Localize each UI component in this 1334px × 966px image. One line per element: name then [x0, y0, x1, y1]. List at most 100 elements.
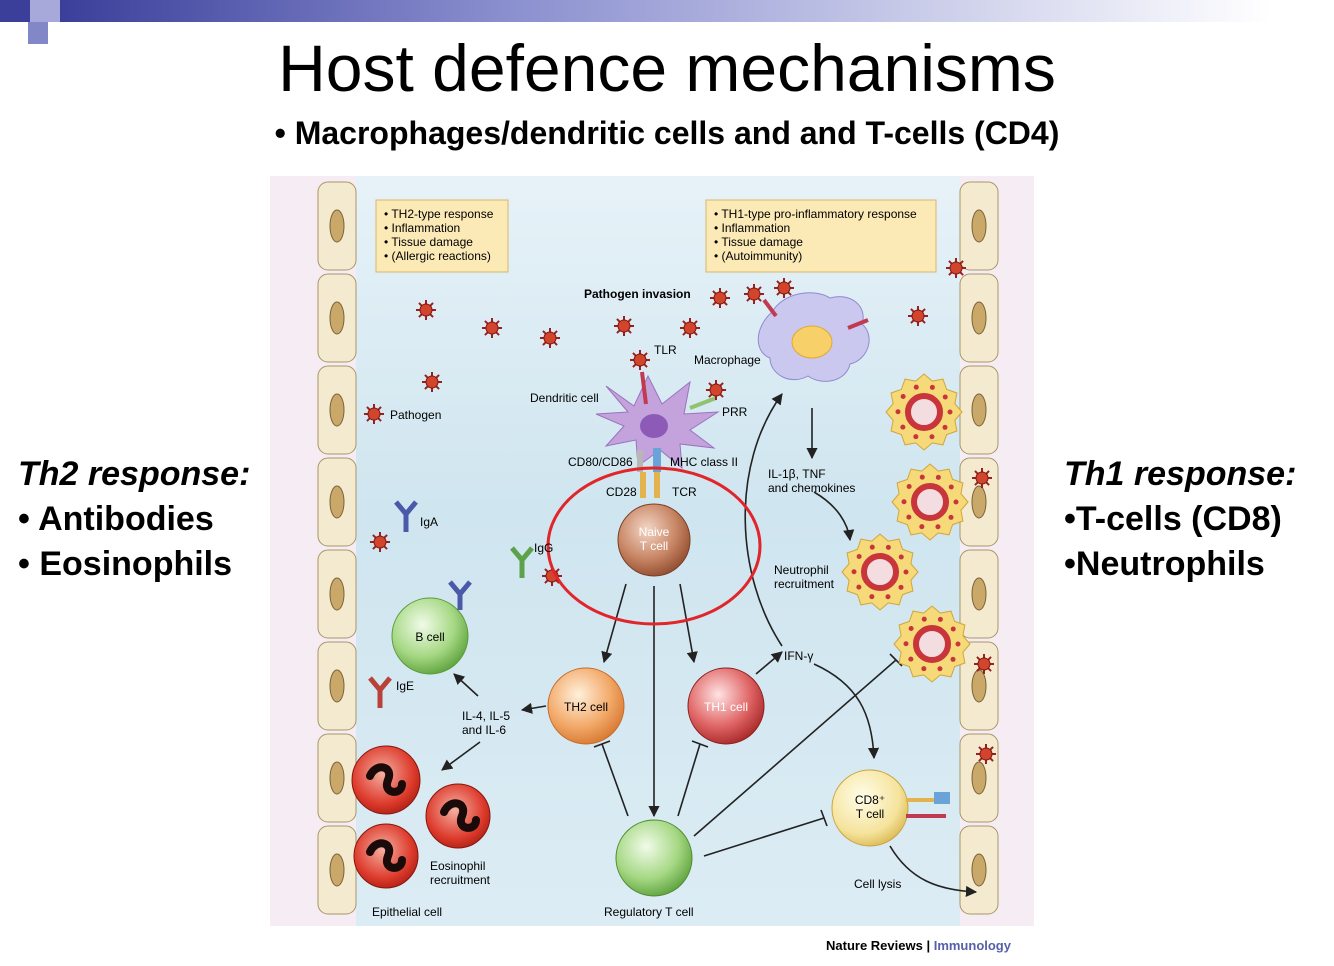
cd80-molecule — [637, 450, 643, 472]
neutrophil-granule — [900, 424, 906, 430]
epithelial-nucleus — [329, 301, 345, 335]
tcr-label: TCR — [672, 485, 697, 499]
epithelial-nucleus — [329, 209, 345, 243]
epithelial-nucleus — [971, 209, 987, 243]
neutrophil-granule — [955, 641, 961, 647]
immune-response-diagram: • TH2-type response • Inflammation • Tis… — [270, 176, 1034, 926]
th2-info-line: • TH2-type response — [384, 207, 494, 221]
pathogen-icon — [482, 318, 502, 338]
il4-label: IL-4, IL-5 — [462, 709, 510, 723]
corner-square — [0, 0, 30, 22]
naive-t-cell-label: T cell — [640, 539, 668, 553]
macrophage-nucleus — [791, 325, 833, 359]
neutrophil-granule — [856, 584, 862, 590]
tlr-receptor — [640, 371, 648, 405]
epithelial-nucleus — [971, 485, 987, 519]
inhibit-bar-cd8 — [820, 809, 828, 827]
th1-info-box — [705, 199, 937, 273]
pathogen-icon — [774, 278, 794, 298]
epithelial-cell-label: Epithelial cell — [372, 905, 442, 919]
neutrophil-granule — [851, 569, 857, 575]
neutrophil-granule — [921, 616, 927, 622]
b-cell-label: B cell — [415, 630, 444, 644]
th2-item: • Antibodies — [18, 500, 214, 538]
th1-item: •T-cells (CD8) — [1064, 500, 1282, 538]
epithelial-nucleus — [971, 669, 987, 703]
macrophage-receptor — [847, 318, 869, 330]
neutrophil — [893, 605, 971, 683]
eosinophil-nucleus — [366, 839, 406, 872]
neutrophil-granule — [903, 641, 909, 647]
pathogen-body — [419, 303, 433, 317]
neutrophil-granule — [856, 554, 862, 560]
target-mhc — [934, 792, 950, 804]
ige-label: IgE — [396, 679, 414, 693]
pathogen-body — [709, 383, 723, 397]
cd8-t-cell — [831, 769, 909, 847]
corner-square — [28, 22, 48, 44]
pathogen-label: Pathogen — [390, 408, 441, 422]
neutrophil-nucleus — [905, 393, 943, 431]
pathogen-body — [617, 319, 631, 333]
arrow-il4-to-eosinophil — [441, 741, 481, 771]
slide-subtitle: • Macrophages/dendritic cells and and T-… — [274, 115, 1060, 151]
neutrophil-granule — [950, 656, 956, 662]
neutrophil-granule — [898, 584, 904, 590]
epithelial-nucleus — [971, 853, 987, 887]
neutrophil-granule — [919, 524, 925, 530]
th2-info-box — [375, 199, 509, 273]
cell-lysis-label: Cell lysis — [854, 877, 901, 891]
th2-cell-label: TH2 cell — [564, 700, 608, 714]
ige-antibody — [368, 676, 392, 708]
neutrophil-nucleus — [861, 553, 899, 591]
neutrophil-granule — [913, 434, 919, 440]
th1-info-line: • (Autoimmunity) — [714, 249, 802, 263]
epithelial-nucleus — [971, 761, 987, 795]
th1-item: •Neutrophils — [1064, 545, 1265, 583]
neutrophil-granule — [921, 666, 927, 672]
th2-cell — [547, 667, 625, 745]
cd8-t-cell-label: CD8⁺ — [855, 793, 885, 807]
pathogen-body — [777, 281, 791, 295]
pathogen-icon — [630, 350, 650, 370]
th2-item: • Eosinophils — [18, 545, 233, 583]
neutrophil-granule — [903, 569, 909, 575]
pathogen-icon — [680, 318, 700, 338]
epithelial-nucleus — [329, 853, 345, 887]
title-bar-gradient — [60, 0, 1334, 22]
pathogen-body — [979, 747, 993, 761]
neutrophil-granule — [885, 544, 891, 550]
neutrophil-granule — [885, 594, 891, 600]
regulatory-t-cell-label: Regulatory T cell — [604, 905, 694, 919]
neutrophil — [891, 463, 969, 541]
pathogen-icon — [370, 532, 390, 552]
neutrophil-nucleus — [911, 483, 949, 521]
il1-label: and chemokines — [768, 481, 855, 495]
neutrophil-granule — [942, 424, 948, 430]
arrow-naive-to-th2 — [601, 583, 627, 664]
pathogen-icon — [744, 284, 764, 304]
pathogen-body — [633, 353, 647, 367]
neutrophil-granule — [869, 544, 875, 550]
neutrophil-granule — [953, 499, 959, 505]
neutrophil-granule — [950, 626, 956, 632]
neutrophil-granule — [919, 474, 925, 480]
pathogen-body — [975, 471, 989, 485]
pathogen-body — [713, 291, 727, 305]
pathogen-icon — [974, 654, 994, 674]
slide-title: Host defence mechanisms — [278, 31, 1056, 105]
macrophage-label: Macrophage — [694, 353, 761, 367]
source-credit: Nature Reviews | Immunology — [826, 938, 1011, 953]
neutrophil-granule — [929, 384, 935, 390]
th1-cell-label: TH1 cell — [704, 700, 748, 714]
arrow-cd8-to-lysis — [889, 845, 978, 898]
corner-square — [30, 0, 60, 22]
neutrophil — [885, 373, 963, 451]
il1-label: IL-1β, TNF — [768, 467, 826, 481]
neutrophil-recruitment-label: Neutrophil — [774, 563, 829, 577]
neutrophil-nucleus — [913, 625, 951, 663]
inhibit-bar-th1 — [691, 740, 709, 748]
credit-separator: | — [922, 938, 934, 953]
arrow-il4-to-bcell — [453, 673, 479, 697]
neutrophil-granule — [935, 524, 941, 530]
